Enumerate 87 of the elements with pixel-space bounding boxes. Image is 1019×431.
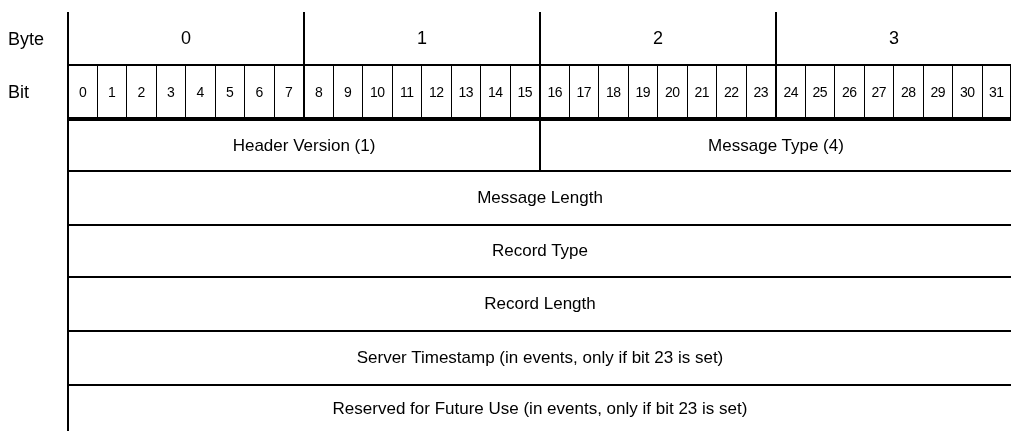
bit-cell [745,66,775,121]
field-name: Record Type [491,241,589,261]
bit-number: 31 [988,83,1004,100]
bit-cell [450,66,480,121]
bit-cell [804,66,834,121]
bit-number: 22 [723,83,739,100]
byte-cell [775,12,1011,66]
bit-number: 13 [458,83,474,100]
bit-number: 7 [285,83,293,100]
field-row [67,172,1011,226]
field-name: Message Length [477,188,603,208]
byte-cell [539,12,775,66]
bit-cell [775,66,805,121]
bit-number: 5 [226,83,234,100]
byte-cell [67,12,303,66]
bit-number: 23 [753,83,769,100]
byte-number: 2 [653,27,663,49]
bit-cell [303,66,333,121]
bit-cell [627,66,657,121]
bit-cell [67,66,97,121]
bit-cell [922,66,952,121]
bit-cell [155,66,185,121]
field-name: Header Version (1) [232,135,376,156]
bit-cell [126,66,156,121]
bit-number: 10 [369,83,385,100]
bit-number: 18 [605,83,621,100]
bit-cell [332,66,362,121]
bit-cell [362,66,392,121]
bit-cell [981,66,1011,121]
row-label: Byte [8,28,45,50]
bit-number: 21 [694,83,710,100]
bit-number: 29 [930,83,946,100]
bit-cell [686,66,716,121]
field-name: Server Timestamp (in events, only if bit 23 is set) [356,348,724,368]
bit-cell [214,66,244,121]
field-row [67,332,1011,386]
bit-cell [568,66,598,121]
bit-cell [834,66,864,121]
bit-cell [539,66,569,121]
bit-number: 17 [576,83,592,100]
bit-number: 11 [399,83,414,100]
bit-number: 6 [255,83,263,100]
bit-number: 14 [487,83,503,100]
bit-number: 30 [959,83,975,100]
bit-cell [185,66,215,121]
bit-number: 26 [841,83,857,100]
bit-cell [893,66,923,121]
bit-number: 8 [315,83,323,100]
bit-number: 20 [664,83,680,100]
field-name: Record Length [484,294,596,314]
bit-cell [863,66,893,121]
field-row [67,226,1011,278]
bit-cell [421,66,451,121]
field-name: Message Type (4) [708,135,844,156]
bit-cell [952,66,982,121]
byte-cell [303,12,539,66]
bit-number: 4 [196,83,204,100]
bit-cell [480,66,510,121]
bit-cell [391,66,421,121]
byte-number: 1 [417,27,427,49]
row-label: Bit [8,81,29,103]
bit-cell [598,66,628,121]
bit-number: 28 [900,83,916,100]
bit-number: 19 [635,83,651,100]
bit-cell [716,66,746,121]
field-name: Reserved for Future Use (in events, only if bit 23 is set) [332,398,748,419]
field-row [539,121,1011,172]
field-row [67,121,539,172]
bit-number: 15 [517,83,533,100]
bit-number: 12 [428,83,444,100]
bit-number: 3 [167,83,175,100]
bit-number: 0 [79,83,87,100]
byte-number: 0 [181,27,191,49]
bit-number: 25 [812,83,828,100]
byte-number: 3 [889,27,899,49]
bit-cell [509,66,539,121]
bit-number: 16 [547,83,563,100]
field-row [67,278,1011,332]
bit-number: 2 [137,83,145,100]
bit-cell [96,66,126,121]
bit-cell [273,66,303,121]
bit-number: 24 [783,83,799,100]
bit-cell [657,66,687,121]
bit-cell [244,66,274,121]
bit-number: 27 [871,83,887,100]
bit-number: 9 [344,83,352,100]
bit-number: 1 [108,83,116,100]
